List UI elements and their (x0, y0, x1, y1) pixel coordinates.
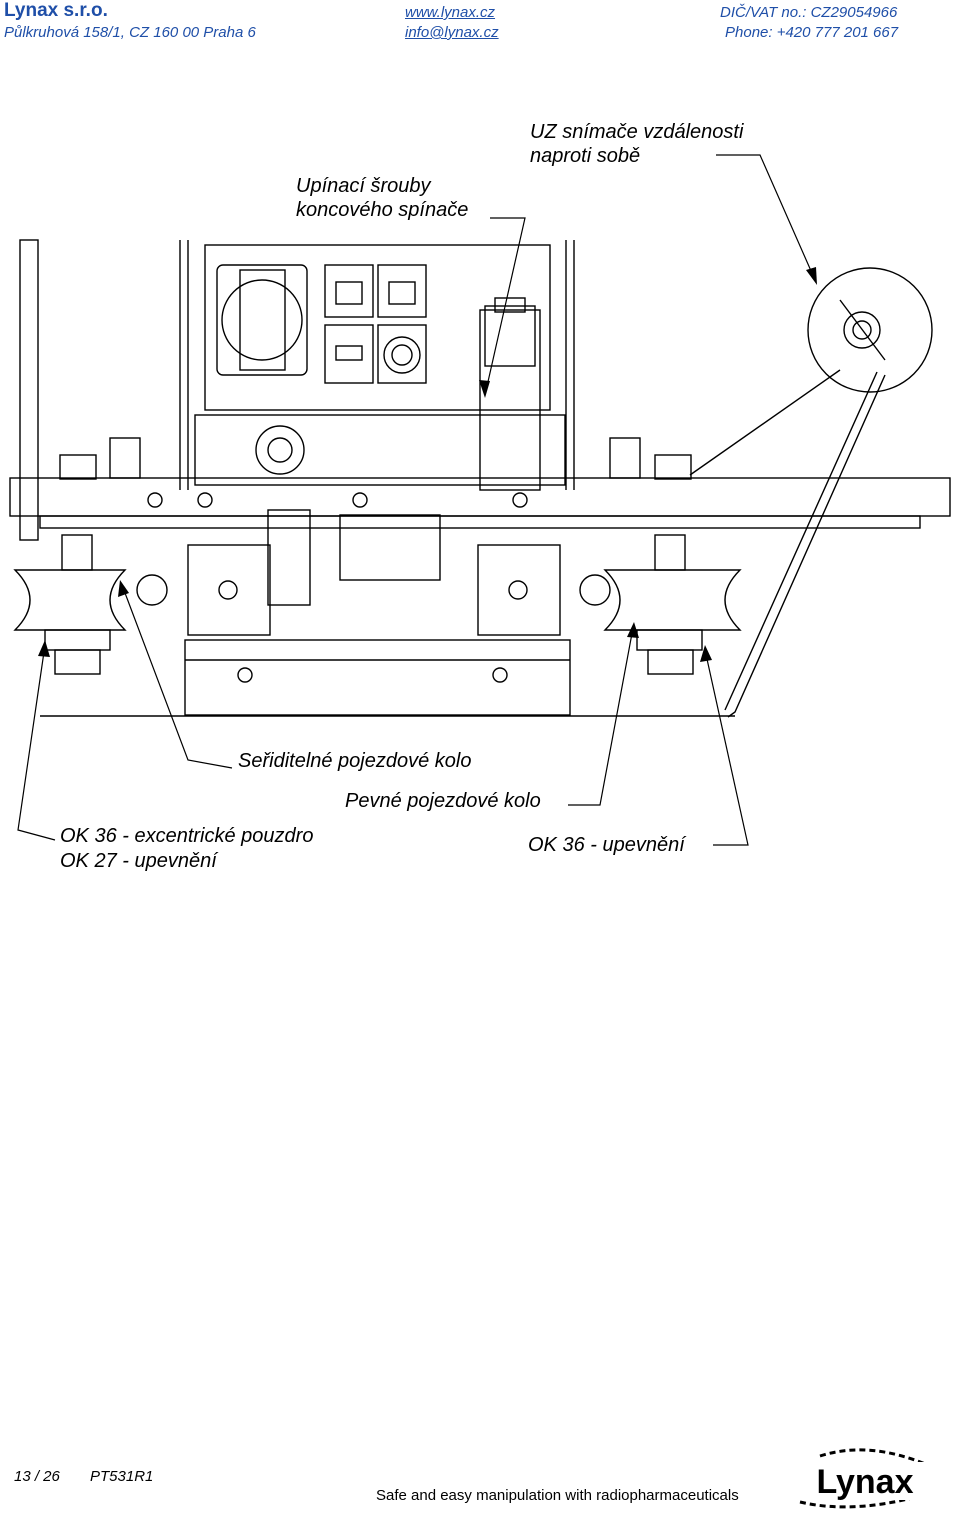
label-ok27-mount: OK 27 - upevnění (60, 850, 217, 872)
right-wheel (603, 569, 742, 631)
rj45-port-2 (377, 264, 427, 318)
logo-text: Lynax (816, 1463, 913, 1501)
bottom-rail (184, 639, 571, 716)
left-rail (19, 239, 39, 541)
company-name: Lynax s.r.o. (4, 0, 108, 21)
connector-panel (204, 244, 551, 411)
label-sensor-line2: naproti sobě (530, 145, 641, 167)
vat-number: DIČ/VAT no.: CZ29054966 (720, 4, 898, 21)
label-ok36-eccentric: OK 36 - excentrické pouzdro (60, 825, 314, 847)
company-address: Půlkruhová 158/1, CZ 160 00 Praha 6 (4, 24, 256, 41)
left-wheel (13, 569, 127, 631)
rj45-port-1 (324, 264, 374, 318)
technical-drawing (9, 154, 951, 846)
ultrasonic-sensor-disc (807, 267, 933, 393)
usb-port (324, 324, 374, 384)
label-ok36-mount: OK 36 - upevnění (528, 834, 685, 856)
label-clamp-screws-line2: koncového spínače (296, 199, 469, 221)
email-link[interactable]: info@lynax.cz (405, 24, 499, 41)
power-socket (216, 264, 308, 376)
xlr-port (377, 324, 427, 384)
label-adjustable-wheel: Seřiditelné pojezdové kolo (238, 750, 472, 772)
lynax-logo: Lynax (782, 1448, 948, 1509)
page-number: 13 / 26 (14, 1468, 60, 1485)
label-fixed-wheel: Pevné pojezdové kolo (345, 790, 541, 812)
footer-tagline: Safe and easy manipulation with radiopha… (376, 1487, 739, 1504)
label-clamp-screws-line1: Upínací šrouby (296, 175, 431, 197)
website-link[interactable]: www.lynax.cz (405, 4, 496, 21)
document-id: PT531R1 (90, 1468, 154, 1485)
phone-number: Phone: +420 777 201 667 (725, 24, 899, 41)
label-sensor-line1: UZ snímače vzdálenosti (530, 121, 744, 143)
limit-switch (479, 309, 541, 491)
